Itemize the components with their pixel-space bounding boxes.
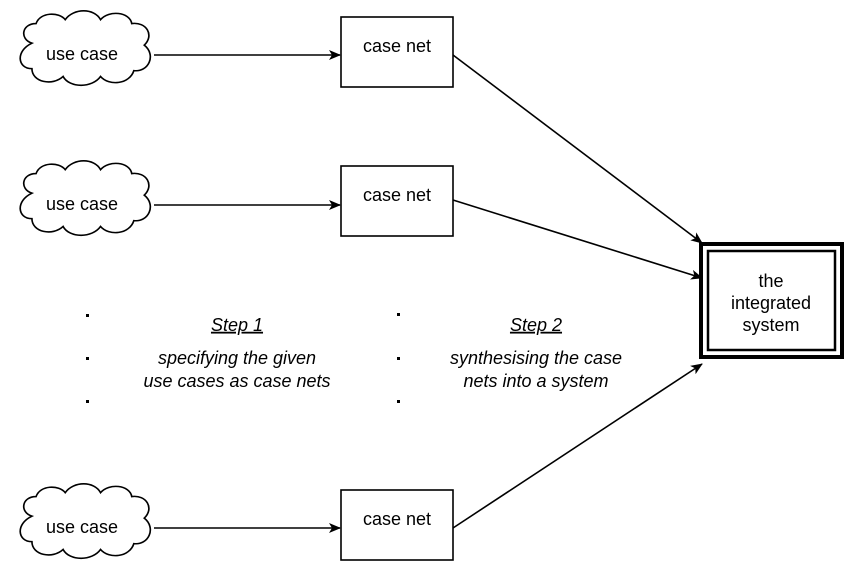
integrated-system-line-3: system [742, 315, 799, 335]
edge-case-net-1-to-system [452, 54, 703, 244]
step-1-title: Step 1 [211, 315, 263, 335]
step-2-title: Step 2 [510, 315, 562, 335]
step-1-line-1: specifying the given [158, 348, 316, 368]
integrated-system-line-2: integrated [731, 293, 811, 313]
case-net-box-3 [340, 489, 454, 561]
case-net-box-2 [340, 165, 454, 237]
case-net-label-2: case net [363, 185, 431, 205]
integrated-system-line-1: the [758, 271, 783, 291]
use-case-label-3: use case [46, 517, 118, 537]
step-1-line-2: use cases as case nets [143, 371, 330, 391]
step-2-line-2: nets into a system [463, 371, 608, 391]
edge-case-net-2-to-system [452, 199, 703, 280]
edge-case-net-3-to-system [452, 363, 703, 529]
step-2-line-1: synthesising the case [450, 348, 622, 368]
use-case-label-2: use case [46, 194, 118, 214]
use-case-label-1: use case [46, 44, 118, 64]
case-net-label-1: case net [363, 36, 431, 56]
case-net-box-1 [340, 16, 454, 88]
integrated-system-box [699, 242, 844, 359]
ellipsis-dots-left [86, 314, 89, 403]
ellipsis-dots-middle [397, 313, 400, 403]
case-net-label-3: case net [363, 509, 431, 529]
